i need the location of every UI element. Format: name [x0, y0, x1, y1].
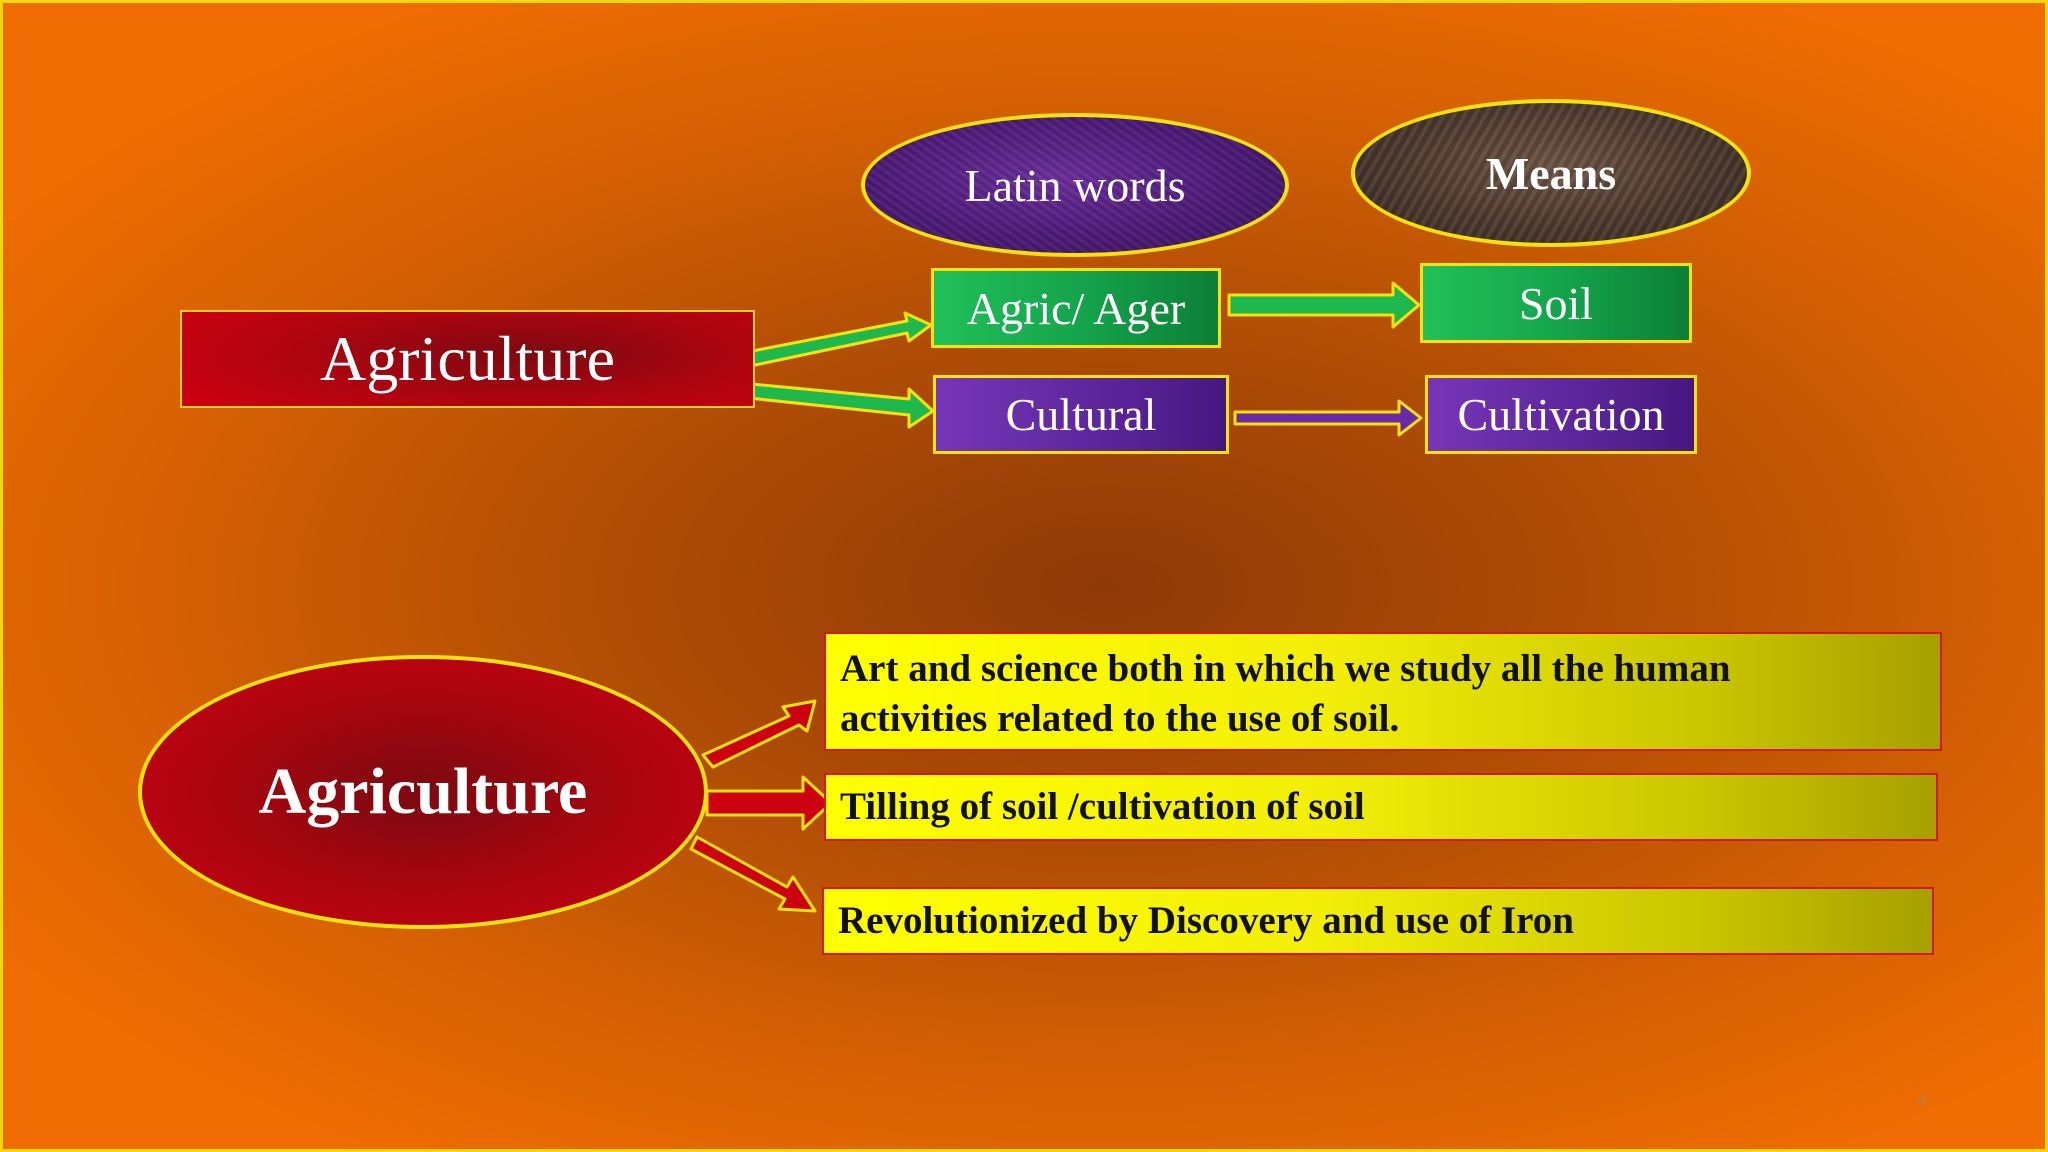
arrow-to-definition-3 [689, 835, 817, 913]
definition-2-text: Tilling of soil /cultivation of soil [840, 785, 1365, 828]
arrow-agriculture-to-cultural [737, 381, 935, 429]
definition-3-text: Revolutionized by Discovery and use of I… [838, 899, 1574, 942]
meaning-cultivation-label: Cultivation [1457, 389, 1665, 440]
definition-box-3: Revolutionized by Discovery and use of I… [822, 887, 1934, 955]
means-heading: Means [1351, 99, 1751, 247]
meaning-soil-box: Soil [1420, 263, 1692, 343]
definition-1-line-1: Art and science both in which we study a… [840, 647, 1731, 690]
latin-word-cultural-label: Cultural [1005, 389, 1157, 440]
definition-box-2: Tilling of soil /cultivation of soil [824, 773, 1938, 841]
latin-word-agric-label: Agric/ Ager [966, 282, 1186, 334]
arrow-cultural-to-cultivation [1233, 399, 1423, 437]
definition-box-1: Art and science both in which we study a… [824, 632, 1942, 751]
slide-number: 4 [1916, 1090, 1928, 1112]
arrow-to-definition-2 [705, 775, 833, 831]
agriculture-definition-title: Agriculture [258, 755, 588, 828]
agriculture-root-box: Agriculture [180, 310, 755, 408]
latin-word-agric-box: Agric/ Ager [931, 268, 1221, 348]
latin-words-label: Latin words [964, 159, 1186, 211]
means-label: Means [1485, 147, 1617, 199]
connector-arrows [689, 281, 1423, 913]
latin-word-cultural-box: Cultural [933, 375, 1229, 454]
agriculture-definition-ellipse: Agriculture [138, 655, 708, 929]
arrow-agriculture-to-agric [735, 311, 933, 370]
definition-1-text: Art and science both in which we study a… [840, 644, 1731, 744]
latin-words-heading: Latin words [861, 113, 1289, 257]
arrow-to-definition-1 [701, 699, 817, 769]
definition-1-line-2: activities related to the use of soil. [840, 697, 1400, 740]
arrow-agric-to-soil [1227, 281, 1421, 329]
meaning-soil-label: Soil [1518, 277, 1594, 329]
agriculture-root-label: Agriculture [320, 323, 615, 394]
meaning-cultivation-box: Cultivation [1425, 375, 1697, 454]
